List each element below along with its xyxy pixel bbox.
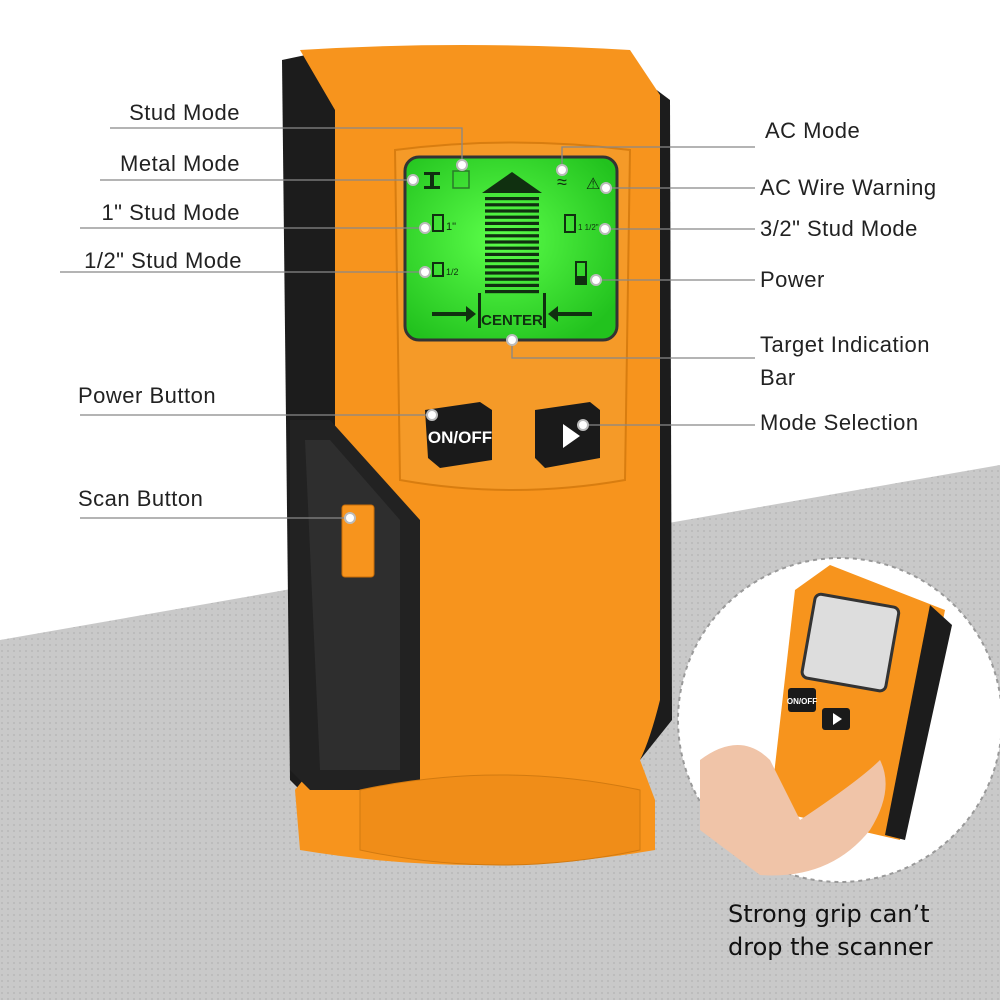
battery-icon xyxy=(575,261,587,285)
label-half-stud-mode: 1/2" Stud Mode xyxy=(84,248,242,273)
lcd-segment xyxy=(485,221,539,225)
label-target-bar: Bar xyxy=(760,365,796,390)
inset-hand-photo: ON/OFF xyxy=(677,557,1000,883)
label-3-2-stud-mode: 3/2" Stud Mode xyxy=(760,216,918,241)
stud-half-icon xyxy=(432,262,444,277)
stud-1in-label: 1" xyxy=(446,221,456,233)
lcd-segment xyxy=(485,246,539,250)
stud-1-5in-label: 1 1/2" xyxy=(578,223,599,232)
ac-warning-icon: ⚠ xyxy=(586,176,600,193)
inset-caption-line1: Strong grip can’t xyxy=(728,900,930,928)
label-target-indication: Target Indication xyxy=(760,332,930,357)
metal-icon xyxy=(424,172,440,189)
label-metal-mode: Metal Mode xyxy=(120,151,240,176)
power-button[interactable] xyxy=(425,402,492,468)
label-scan-button: Scan Button xyxy=(78,486,203,511)
lcd-segment xyxy=(485,252,539,256)
label-mode-selection: Mode Selection xyxy=(760,410,919,435)
stud-1in-icon xyxy=(432,214,444,232)
ac-mode-icon: ≈ xyxy=(557,172,567,192)
label-ac-mode: AC Mode xyxy=(765,118,860,143)
lcd-segment xyxy=(485,277,539,281)
stud-1-5in-icon xyxy=(564,214,576,233)
callout-lines xyxy=(60,127,755,524)
stud-finder-device: CENTER ≈ ⚠ 1" 1/2 1 1/2" ON/OFF xyxy=(282,45,672,866)
stud-icon xyxy=(452,170,470,189)
lcd-segment xyxy=(485,265,539,269)
grip-pocket-inner xyxy=(305,440,400,770)
lcd-segment xyxy=(485,209,539,213)
inset-caption-line2: drop the scanner xyxy=(728,933,933,961)
lcd-segment xyxy=(485,234,539,238)
lcd-segment xyxy=(485,290,539,294)
label-power: Power xyxy=(760,267,825,292)
label-power-button: Power Button xyxy=(78,383,216,408)
label-1in-stud-mode: 1" Stud Mode xyxy=(101,200,240,225)
power-button-label: ON/OFF xyxy=(428,428,492,447)
lcd-segment xyxy=(485,240,539,244)
lcd-segment xyxy=(485,283,539,287)
lcd-segment xyxy=(485,259,539,263)
lcd-segment xyxy=(485,228,539,232)
label-ac-wire-warning: AC Wire Warning xyxy=(760,175,937,200)
play-icon xyxy=(563,424,580,448)
lcd-segment xyxy=(485,271,539,275)
lcd-target-bar xyxy=(432,172,592,328)
lcd-segment xyxy=(485,203,539,207)
stud-half-label: 1/2 xyxy=(446,267,459,277)
lcd-segment xyxy=(485,215,539,219)
bottom-panel xyxy=(359,774,641,866)
lcd-segment xyxy=(485,197,539,201)
lcd-center-label: CENTER xyxy=(481,312,543,329)
inset-power-label: ON/OFF xyxy=(787,697,817,706)
label-stud-mode: Stud Mode xyxy=(129,100,240,125)
